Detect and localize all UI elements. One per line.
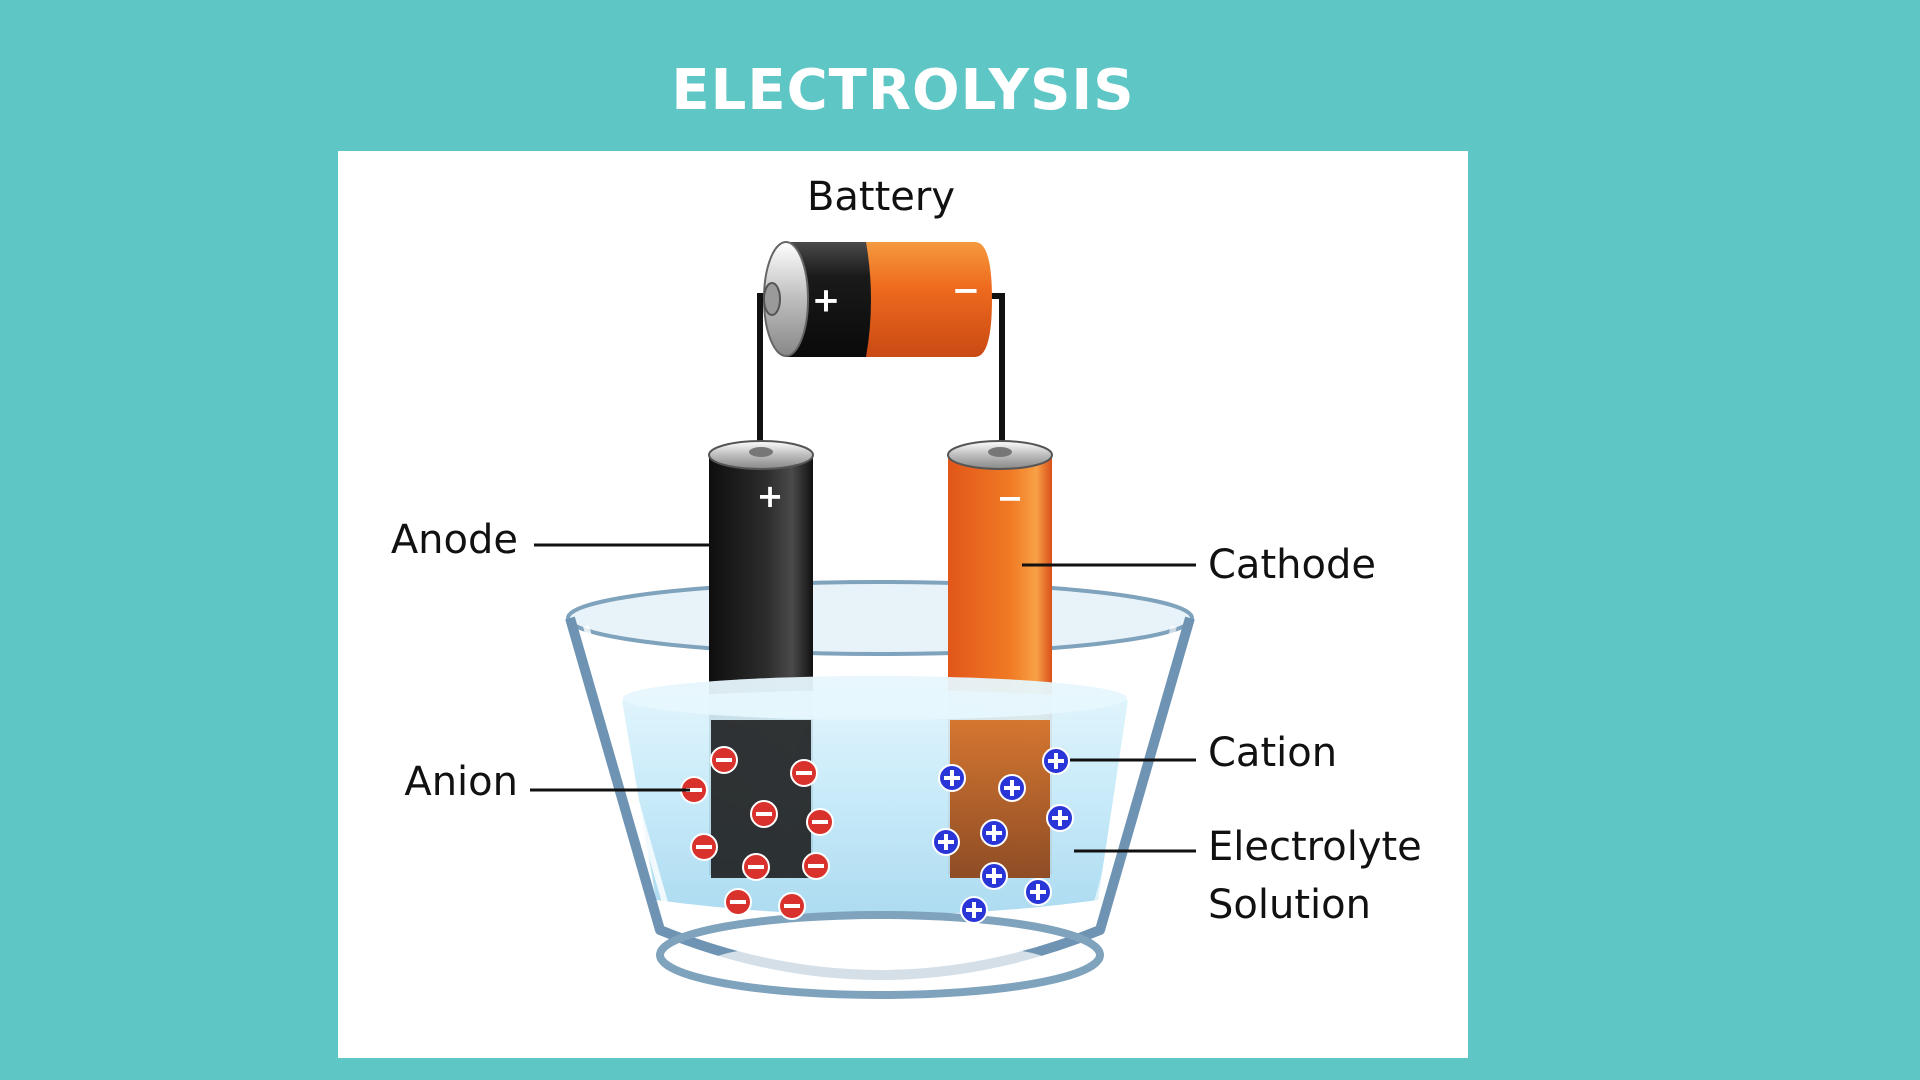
label-anion: Anion [404,759,518,805]
label-solution: Solution [1208,882,1371,928]
label-cathode: Cathode [1208,542,1376,588]
label-cation: Cation [1208,730,1337,776]
cation-ion [932,828,960,856]
wire-negative [990,293,1005,450]
cation-ion [980,862,1008,890]
cation-ion [960,896,988,924]
label-electrolyte: Electrolyte [1208,824,1422,870]
anode-submerged [711,720,811,878]
battery-minus-sign: − [952,271,981,311]
beaker-base [656,911,1104,999]
anion-ion [750,800,778,828]
label-anode: Anode [391,517,518,563]
cation-ion [1046,804,1074,832]
cation-ion [998,774,1026,802]
cation-ion [980,819,1008,847]
page-title: ELECTROLYSIS [671,58,1135,123]
battery-orange-half [866,242,992,357]
anion-ion [724,888,752,916]
anion-ion [690,833,718,861]
anion-ions [680,746,834,920]
anion-ion [742,853,770,881]
anion-ion [802,852,830,880]
anion-ion [778,892,806,920]
cation-ions [932,747,1074,924]
cation-ion [1024,878,1052,906]
battery: + − [757,241,1005,450]
label-battery: Battery [807,174,955,220]
anion-ion [680,776,708,804]
anion-ion [790,759,818,787]
cathode-minus-sign: − [997,479,1024,517]
anode-plus-sign: + [757,477,784,515]
cathode-submerged [950,720,1050,878]
beaker-rim [566,580,1194,656]
cation-ion [1042,747,1070,775]
anion-ion [710,746,738,774]
cation-ion [938,764,966,792]
battery-plus-sign: + [812,281,841,321]
anion-ion [806,808,834,836]
